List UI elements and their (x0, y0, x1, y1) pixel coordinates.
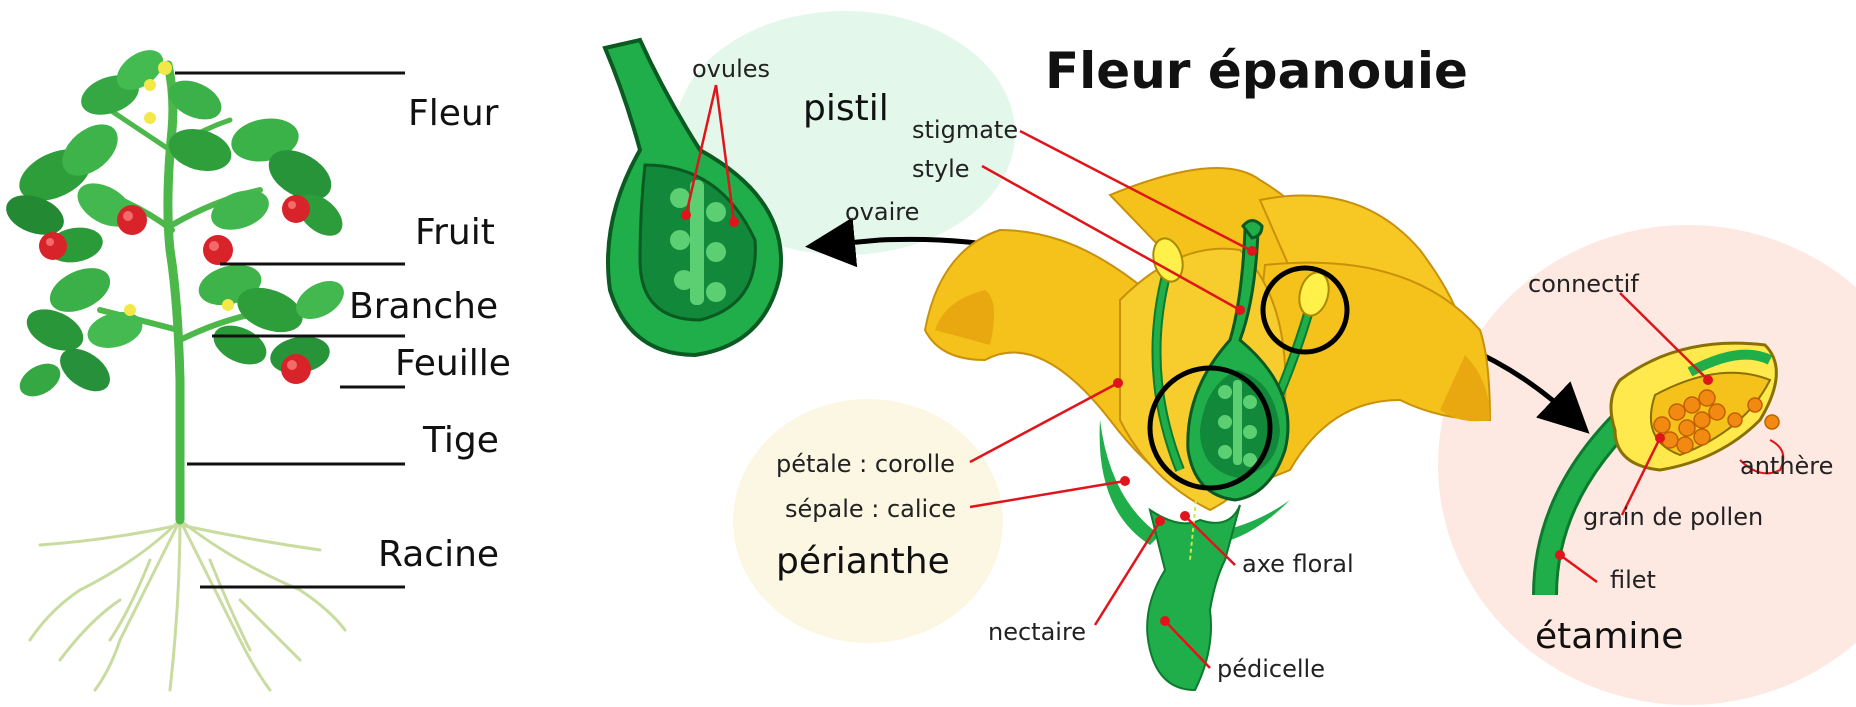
label-grain-de-pollen: grain de pollen (1583, 503, 1763, 531)
label-perianthe: périanthe (776, 541, 950, 582)
label-ovaire: ovaire (845, 198, 919, 226)
label-filet: filet (1610, 566, 1656, 594)
label-etamine: étamine (1535, 616, 1683, 657)
flower-body (925, 168, 1490, 690)
label-stigmate: stigmate (912, 116, 1018, 144)
label-pistil: pistil (803, 88, 889, 129)
label-fleur: Fleur (408, 93, 499, 134)
label-nectaire: nectaire (988, 618, 1086, 646)
label-racine: Racine (378, 534, 499, 575)
label-axe-floral: axe floral (1242, 550, 1354, 578)
label-branche: Branche (349, 286, 498, 327)
diagram-title: Fleur épanouie (1045, 42, 1468, 100)
label-tige: Tige (422, 420, 499, 461)
label-fruit: Fruit (415, 212, 495, 253)
label-connectif: connectif (1528, 270, 1639, 298)
label-style: style (912, 155, 970, 183)
label-feuille: Feuille (395, 343, 511, 384)
roots (30, 520, 345, 690)
label-pedicelle: pédicelle (1217, 655, 1325, 683)
label-anthere: anthère (1740, 452, 1833, 480)
label-ovules: ovules (692, 55, 770, 83)
label-sepale: sépale : calice (785, 495, 956, 523)
plant-illustration: Fleur Fruit Branche Feuille Tige Racine (1, 42, 511, 690)
label-petale: pétale : corolle (776, 450, 955, 478)
